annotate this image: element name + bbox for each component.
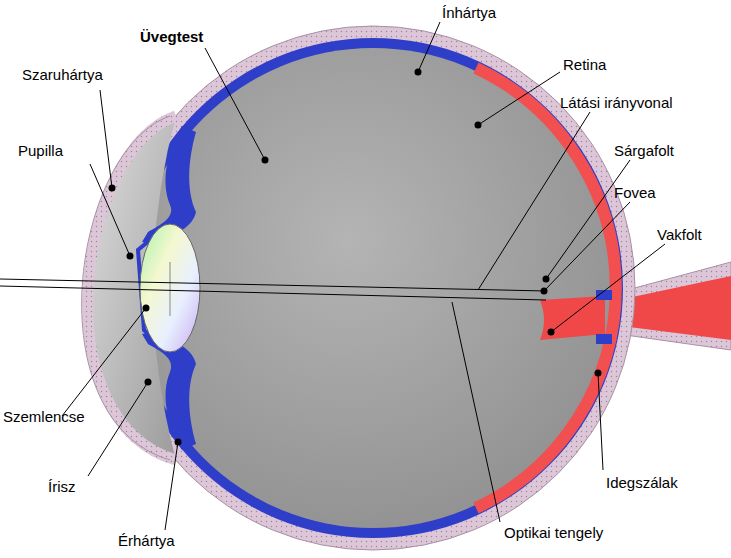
part-label: Érhártya: [118, 532, 175, 550]
choroid: [123, 38, 623, 538]
part-label: Fovea: [614, 184, 656, 202]
optical-axis-line: [0, 286, 546, 300]
lens: [140, 224, 200, 352]
lens-axis: [170, 262, 171, 316]
part-label: Idegszálak: [606, 474, 678, 492]
part-label: Retina: [563, 56, 606, 74]
part-label: Üvegtest: [140, 28, 203, 46]
choroid-edge: [596, 334, 612, 344]
optic-disc: [540, 296, 605, 340]
part-label: Vakfolt: [657, 226, 702, 244]
part-label: Sárgafolt: [614, 142, 674, 160]
part-label: Látási irányvonal: [560, 94, 673, 112]
sclera: [111, 26, 635, 550]
visual-axis-line: [0, 279, 546, 291]
part-label: Ínhártya: [442, 4, 496, 22]
part-label: Szaruhártya: [22, 66, 103, 84]
part-label: Írisz: [48, 478, 76, 496]
part-label: Pupilla: [18, 142, 63, 160]
leader-dots: [109, 69, 602, 446]
part-label: Optikai tengely: [504, 524, 603, 542]
part-label: Szemlencse: [3, 408, 85, 426]
retina: [476, 68, 616, 508]
